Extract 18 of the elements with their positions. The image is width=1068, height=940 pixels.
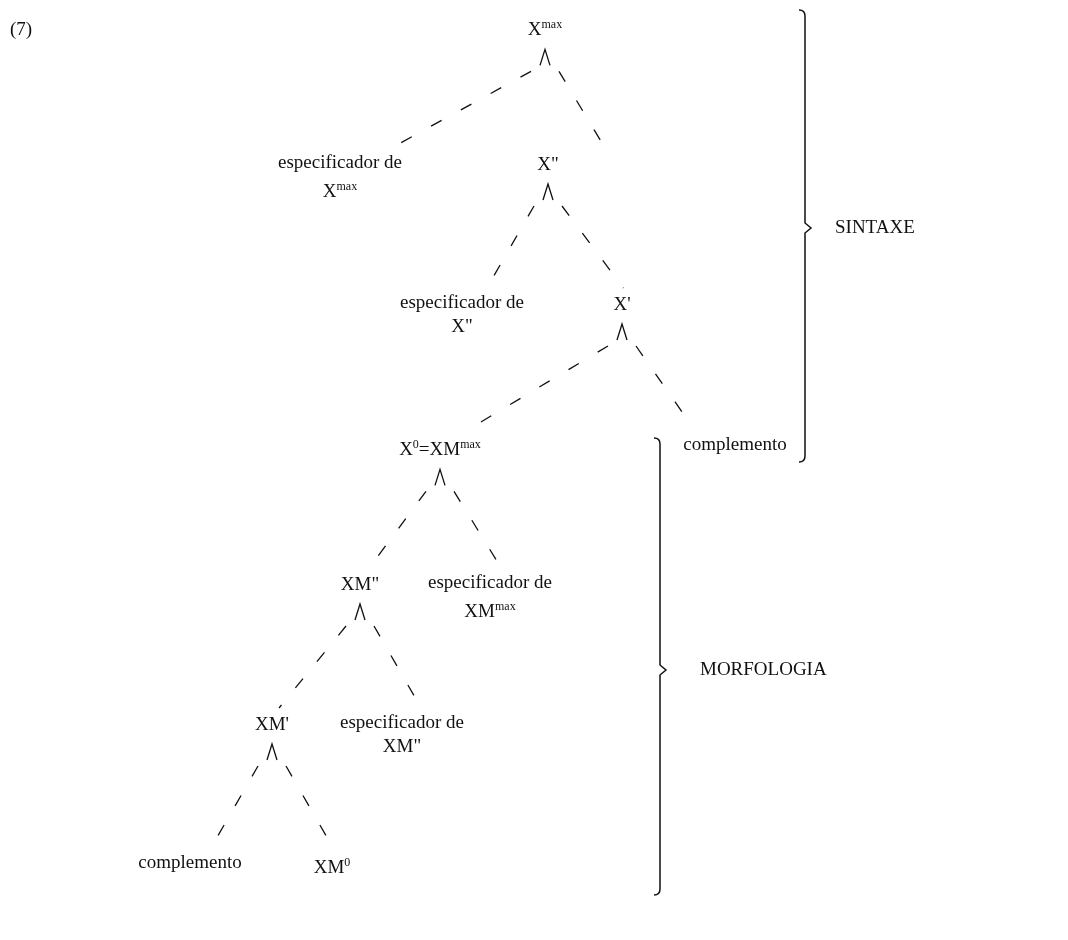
tree-branch	[278, 625, 347, 709]
tree-node-label: XM'	[255, 712, 289, 736]
bracket-label: MORFOLOGIA	[700, 658, 827, 680]
tree-node-label: X'	[613, 292, 631, 316]
tree-node-label: X$^{max}$	[527, 12, 563, 42]
example-number: (7)	[10, 18, 33, 40]
tree-node-label: especificador de X"	[397, 290, 527, 338]
tree-node-label: X"	[537, 152, 559, 176]
tree-branch	[561, 205, 625, 289]
tree-node-label: complemento	[138, 850, 242, 874]
tree-node-label: XM$^{0}$	[313, 850, 351, 880]
tree-node-label: especificador de XM$^{max}$	[425, 570, 555, 624]
tree-node-label: especificador de X$^{max}$	[275, 150, 405, 204]
bracket-label: SINTAXE	[835, 216, 915, 238]
tree-node-label: X$^{0}$=XM$^{max}$	[399, 432, 481, 462]
tree-node-label: especificador de XM"	[337, 710, 467, 758]
tree-node-label: complemento	[683, 432, 787, 456]
tree-node-label: XM"	[340, 572, 380, 596]
